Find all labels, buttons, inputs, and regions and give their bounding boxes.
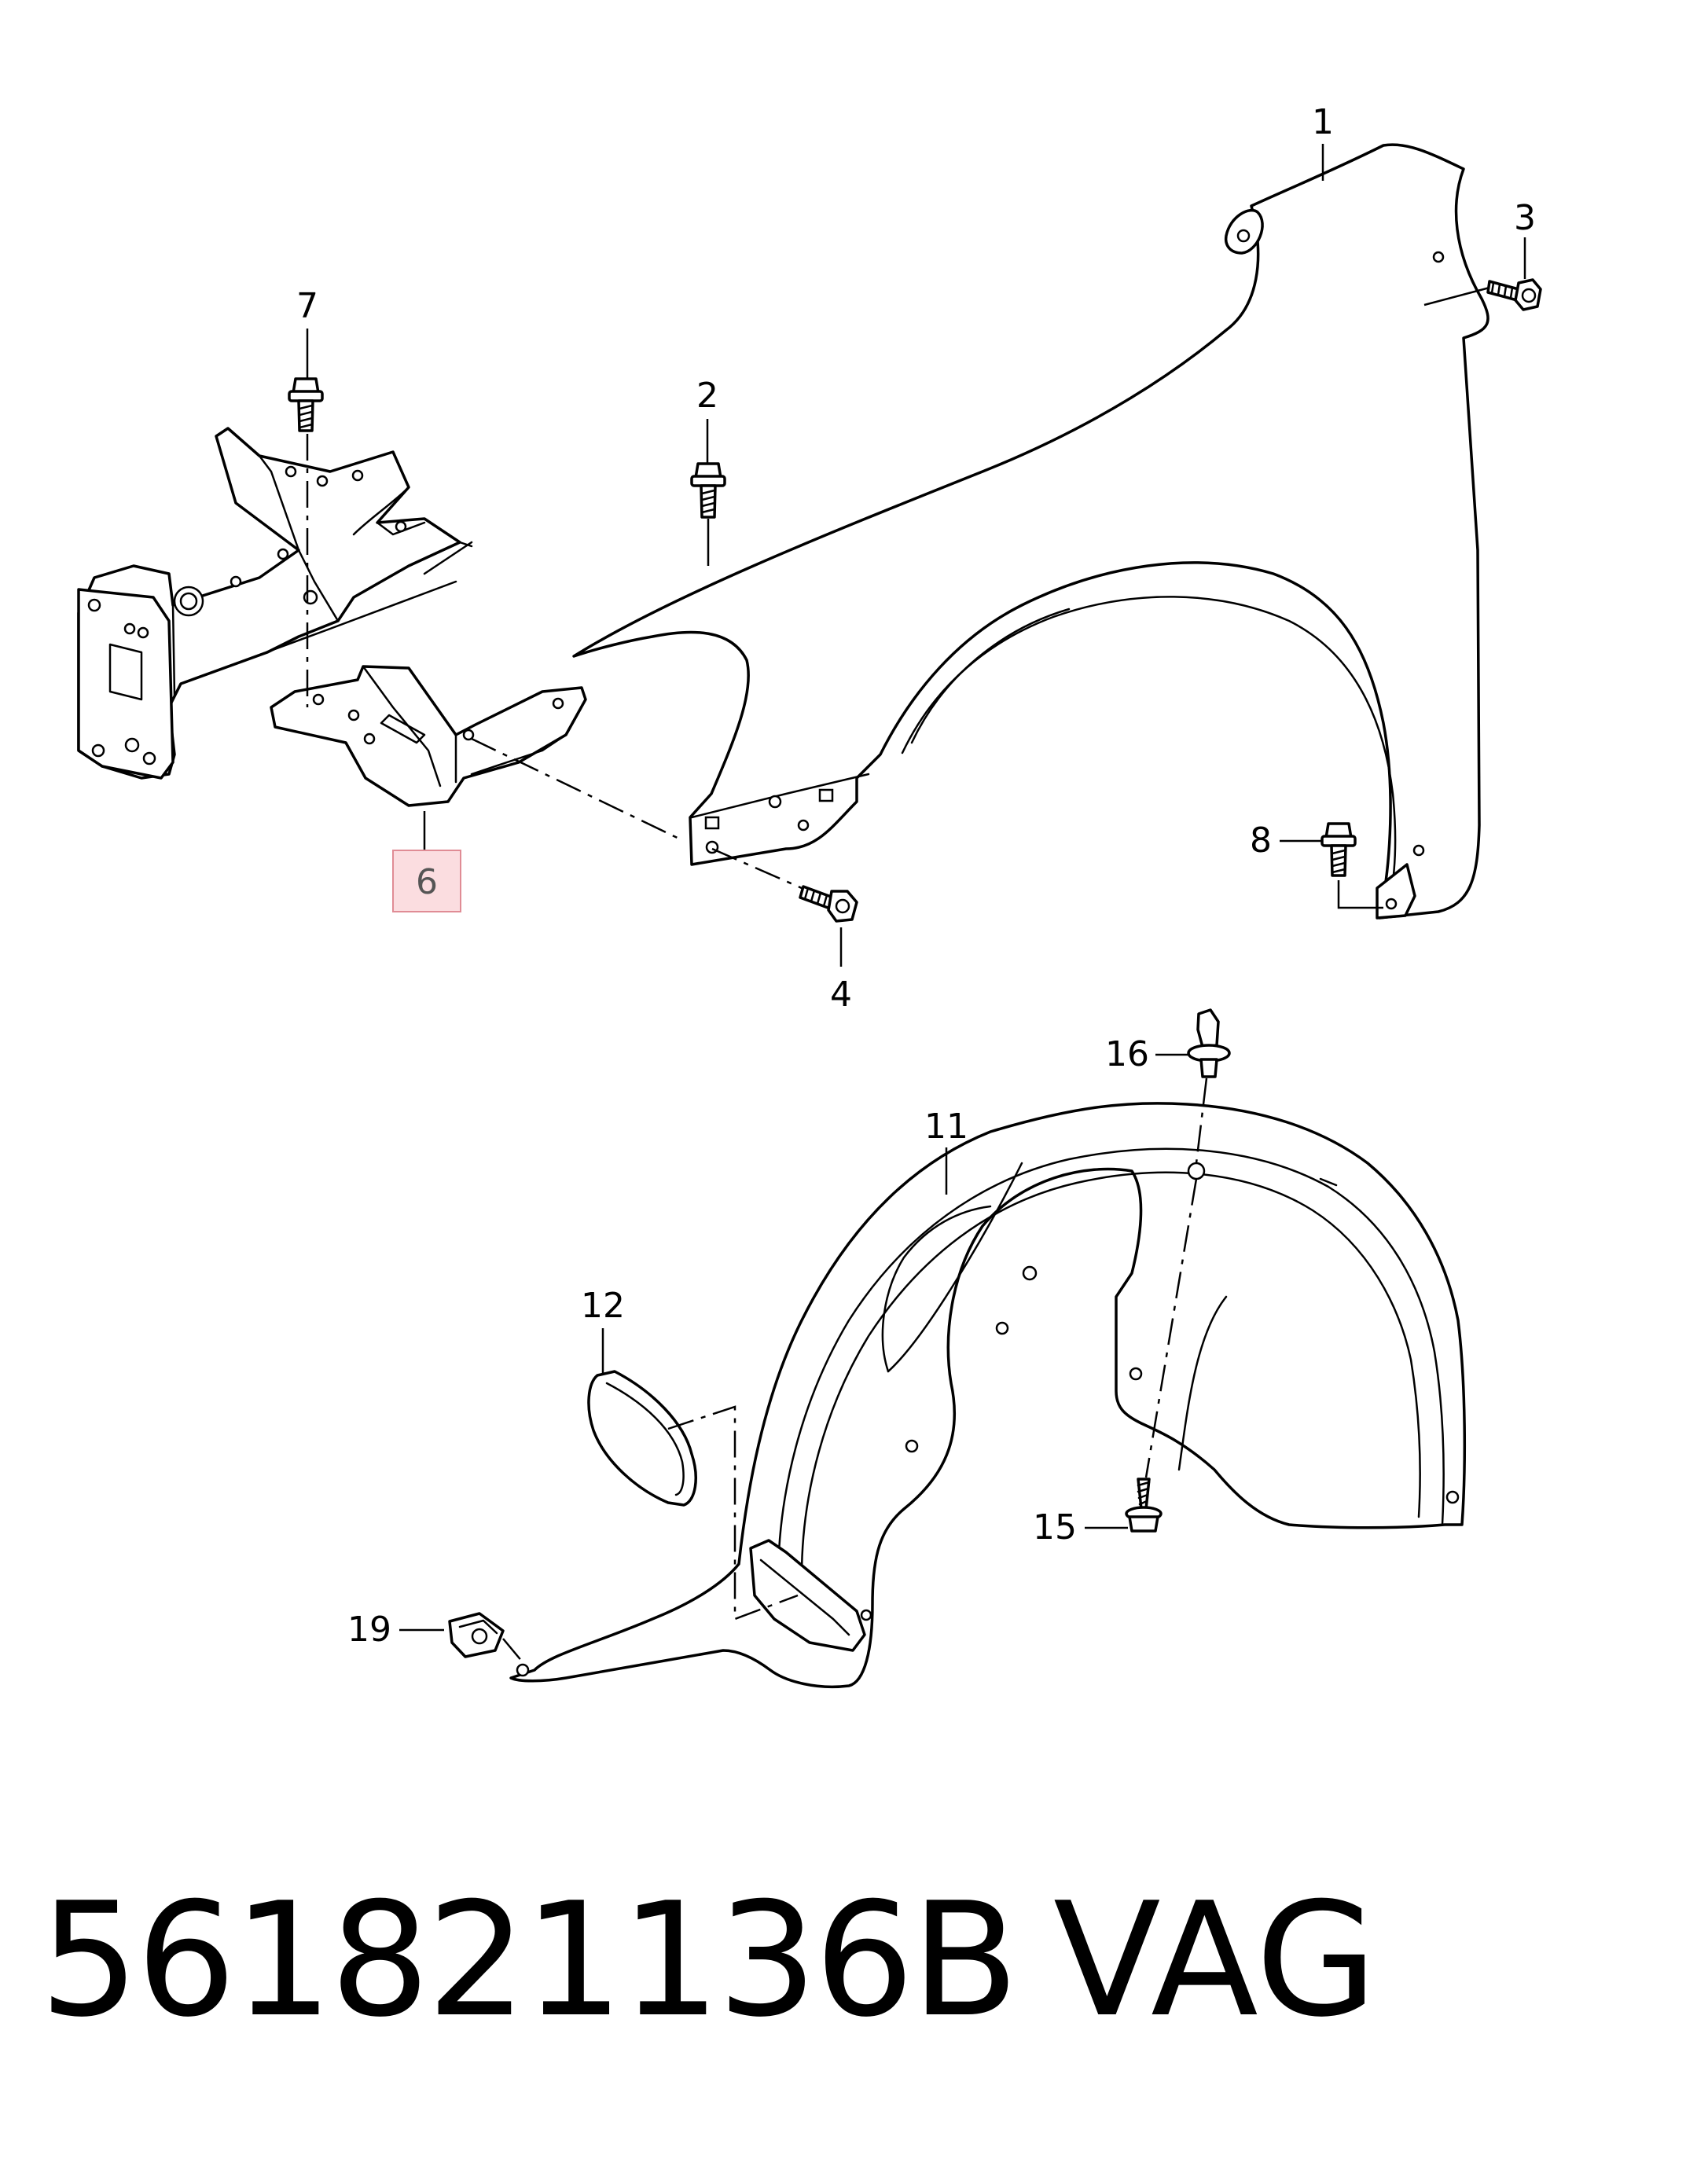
bolt-7-icon xyxy=(288,377,324,432)
callout-1: 1 xyxy=(1312,102,1334,142)
part-number: 561821136B xyxy=(39,1869,1019,2052)
callout-11: 11 xyxy=(924,1107,968,1147)
clip-16-icon xyxy=(1187,1008,1231,1078)
bolt-4-icon xyxy=(799,885,858,923)
clip-nut-19-icon xyxy=(448,1612,505,1658)
bolt-8-icon xyxy=(1320,822,1357,877)
callout-8: 8 xyxy=(1250,821,1272,861)
fender-bracket xyxy=(270,665,587,807)
callout-2: 2 xyxy=(696,376,718,416)
screw-15-icon xyxy=(1125,1478,1163,1533)
callout-4: 4 xyxy=(830,975,852,1015)
highlight-box xyxy=(392,850,461,912)
callout-7: 7 xyxy=(296,286,318,326)
trim-panel xyxy=(587,1370,697,1507)
callout-6: 6 xyxy=(416,862,438,902)
front-frame-structure xyxy=(77,427,473,780)
leader-lines xyxy=(306,144,1526,1663)
front-fender xyxy=(572,143,1489,920)
wheel-arch-liner xyxy=(509,1102,1467,1689)
callout-19: 19 xyxy=(347,1610,391,1650)
bolt-3-icon xyxy=(1486,278,1542,311)
callout-3: 3 xyxy=(1514,198,1536,238)
callout-16: 16 xyxy=(1105,1034,1149,1074)
callout-15: 15 xyxy=(1033,1507,1077,1547)
callout-12: 12 xyxy=(581,1286,625,1326)
callout-6-highlight[interactable]: 6 xyxy=(392,850,461,912)
bolt-2-icon xyxy=(690,462,726,519)
brand-name: VAG xyxy=(1053,1869,1378,2052)
